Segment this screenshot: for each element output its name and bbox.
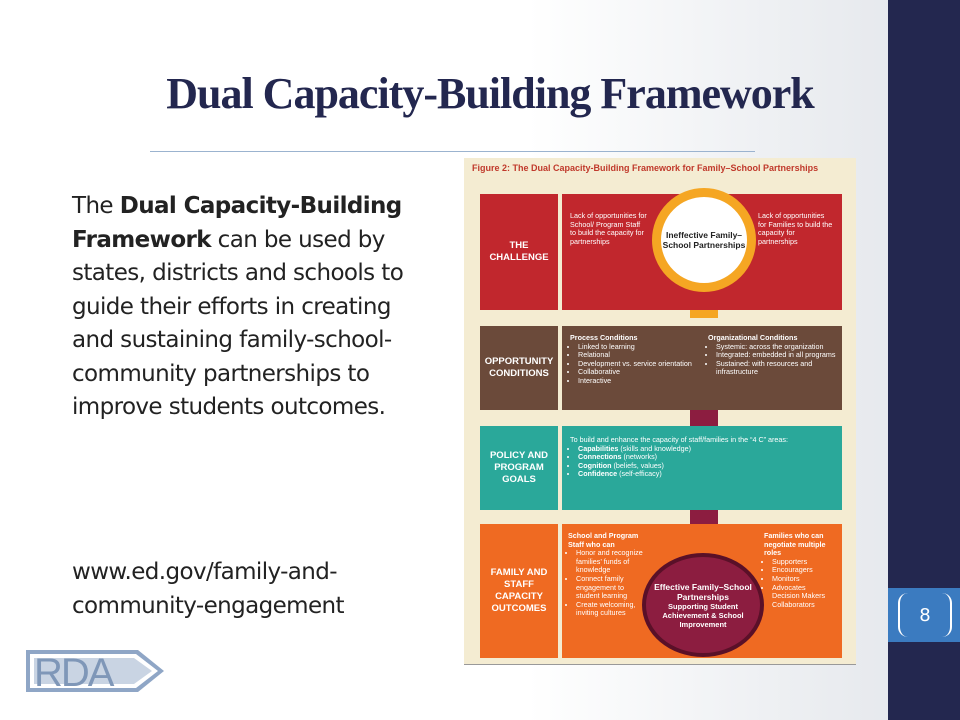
- effective-partnerships-title: Effective Family–School Partnerships: [654, 581, 752, 602]
- org-item: Systemic: across the organization: [716, 342, 836, 352]
- family-item: Supporters: [772, 557, 838, 567]
- body-paragraph: The Dual Capacity-Building Framework can…: [72, 190, 434, 425]
- staff-title: School and Program Staff who can: [568, 531, 639, 549]
- goals-intro: To build and enhance the capacity of sta…: [570, 435, 789, 444]
- goal-item: Capabilities (skills and knowledge): [578, 444, 836, 454]
- body-bold: Dual Capacity-Building Framework: [72, 193, 402, 253]
- staff-item: Create welcoming, inviting cultures: [576, 600, 646, 618]
- family-outcomes: Families who can negotiate multiple role…: [764, 531, 838, 610]
- goal-item: Cognition (beliefs, values): [578, 461, 836, 471]
- outcomes-label: FAMILY AND STAFF CAPACITY OUTCOMES: [480, 524, 558, 658]
- process-item: Development vs. service orientation: [578, 359, 698, 369]
- family-title: Families who can negotiate multiple role…: [764, 531, 826, 558]
- figure-title: Figure 2: The Dual Capacity-Building Fra…: [472, 163, 819, 173]
- challenge-right-text: Lack of opportunities for Families to bu…: [758, 211, 833, 246]
- family-item: Monitors: [772, 574, 838, 584]
- slide-title: Dual Capacity-Building Framework: [166, 69, 815, 118]
- title-divider: [150, 151, 755, 152]
- framework-figure: Figure 2: The Dual Capacity-Building Fra…: [464, 158, 856, 665]
- svg-text:RDA: RDA: [34, 651, 115, 695]
- goal-item: Connections (networks): [578, 452, 836, 462]
- challenge-label: THE CHALLENGE: [480, 194, 558, 310]
- page-number: 8: [898, 593, 952, 637]
- process-item: Collaborative: [578, 368, 698, 377]
- staff-item: Connect family engagement to student lea…: [576, 574, 646, 601]
- org-title: Organizational Conditions: [708, 333, 798, 342]
- goals-label: POLICY AND PROGRAM GOALS: [480, 426, 558, 510]
- conditions-panel: Process Conditions Linked to learning Re…: [562, 326, 842, 410]
- challenge-left-text: Lack of opportunities for School/ Progra…: [570, 211, 647, 246]
- process-title: Process Conditions: [570, 333, 638, 342]
- body-rest: can be used by states, districts and sch…: [72, 226, 404, 421]
- staff-item: Honor and recognize families’ funds of k…: [576, 548, 646, 575]
- process-item: Interactive: [578, 376, 698, 386]
- process-item: Relational: [578, 351, 698, 360]
- effective-partnerships-oval: Effective Family–School Partnerships Sup…: [642, 553, 764, 657]
- org-item: Integrated: embedded in all programs: [716, 351, 836, 360]
- family-item: Collaborators: [772, 600, 838, 610]
- effective-partnerships-sub: Supporting Student Achievement & School …: [662, 601, 744, 629]
- reference-url: www.ed.gov/family-and-community-engageme…: [72, 559, 345, 619]
- process-item: Linked to learning: [578, 342, 698, 352]
- staff-outcomes: School and Program Staff who can Honor a…: [568, 531, 646, 618]
- org-item: Sustained: with resources and infrastruc…: [716, 359, 836, 377]
- conditions-label: OPPORTUNITY CONDITIONS: [480, 326, 558, 410]
- goals-panel: To build and enhance the capacity of sta…: [562, 426, 842, 510]
- rda-logo-graphic: RDA: [26, 650, 164, 695]
- goal-item: Confidence (self-efficacy): [578, 470, 836, 479]
- body-intro: The: [72, 193, 120, 219]
- rda-logo: RDA: [26, 646, 166, 701]
- organizational-conditions: Organizational Conditions Systemic: acro…: [708, 333, 836, 377]
- page-number-box: 8: [888, 588, 960, 642]
- goals-content: To build and enhance the capacity of sta…: [570, 435, 836, 479]
- ineffective-partnerships-oval: Ineffective Family–School Partnerships: [652, 188, 756, 292]
- process-conditions: Process Conditions Linked to learning Re…: [570, 333, 698, 386]
- ineffective-partnerships-text: Ineffective Family–School Partnerships: [662, 230, 746, 250]
- family-item: Decision Makers: [772, 592, 838, 601]
- family-item: Encouragers: [772, 566, 838, 575]
- family-item: Advocates: [772, 583, 838, 593]
